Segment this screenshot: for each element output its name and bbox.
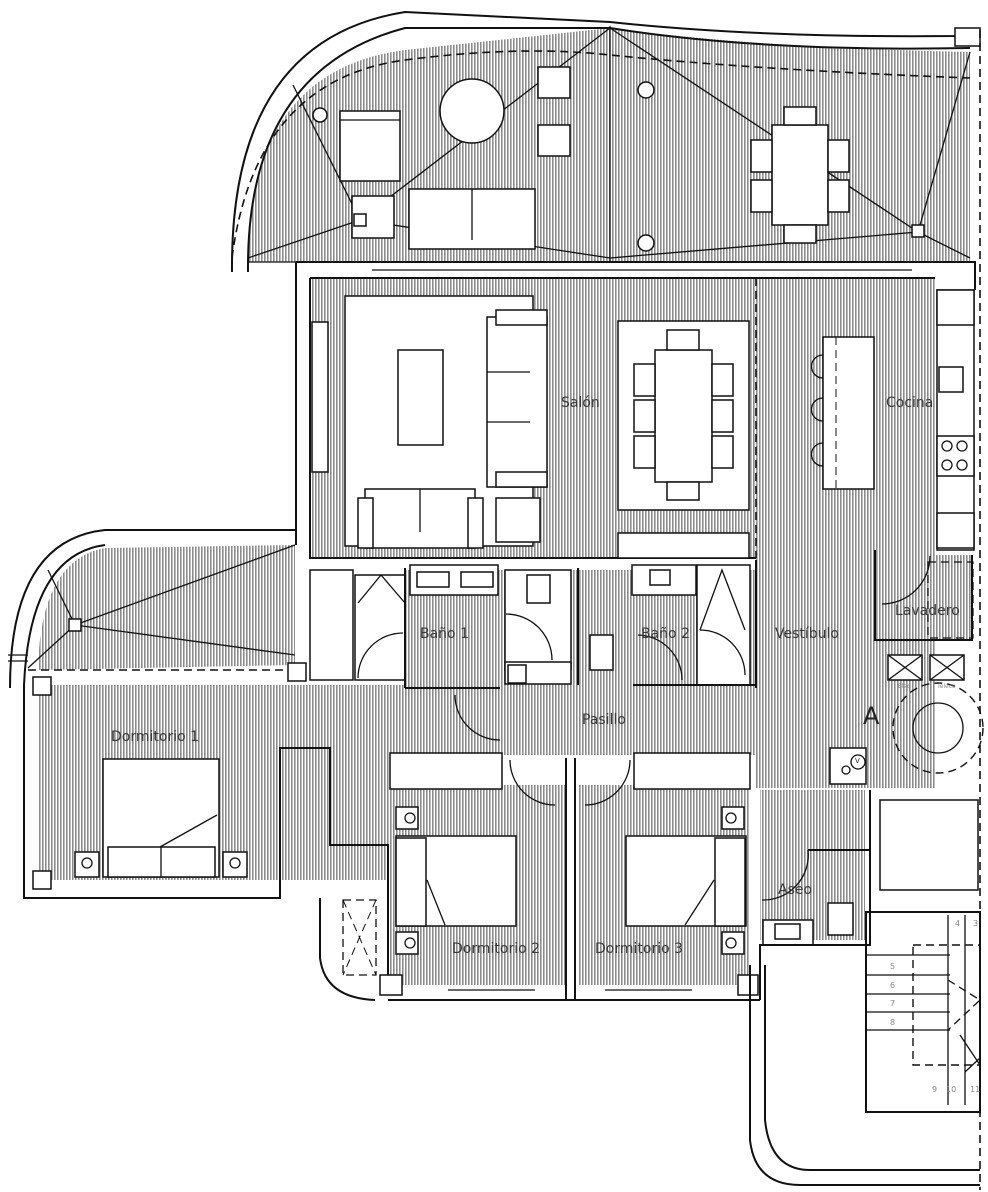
stair-step-7: 7 (890, 999, 896, 1008)
stair-step-6: 6 (890, 981, 896, 990)
room-label-bano-1: Baño 1 (420, 626, 469, 642)
room-label-cocina: Cocina (886, 395, 934, 411)
room-label-aseo: Aseo (778, 882, 813, 898)
room-label-salon: Salón (561, 395, 600, 411)
stair-step-8: 8 (890, 1018, 896, 1027)
room-label-dormitorio-1: Dormitorio 1 (111, 729, 200, 745)
apartment-floor (8, 261, 984, 1186)
room-label-dormitorio-2: Dormitorio 2 (452, 941, 541, 957)
room-label-lavadero: Lavadero (895, 603, 960, 619)
stair-step-9: 9 (932, 1085, 938, 1094)
stair-step-11: 11 (970, 1085, 981, 1094)
meter-label: V (855, 757, 860, 765)
entrance-marker: A (863, 702, 880, 730)
room-label-pasillo: Pasillo (582, 712, 626, 728)
stair-step-4: 4 (955, 919, 961, 928)
stair-step-3: 3 (973, 919, 979, 928)
teleco-shaft-label: Teleco (937, 683, 956, 690)
room-label-dormitorio-3: Dormitorio 3 (595, 941, 684, 957)
stair-step-10: 10 (946, 1085, 957, 1094)
room-label-bano-2: Baño 2 (641, 626, 690, 642)
stair-step-5: 5 (890, 962, 896, 971)
elec-shaft-label: Elec (898, 683, 911, 690)
room-label-vestibulo: Vestíbulo (775, 626, 839, 642)
